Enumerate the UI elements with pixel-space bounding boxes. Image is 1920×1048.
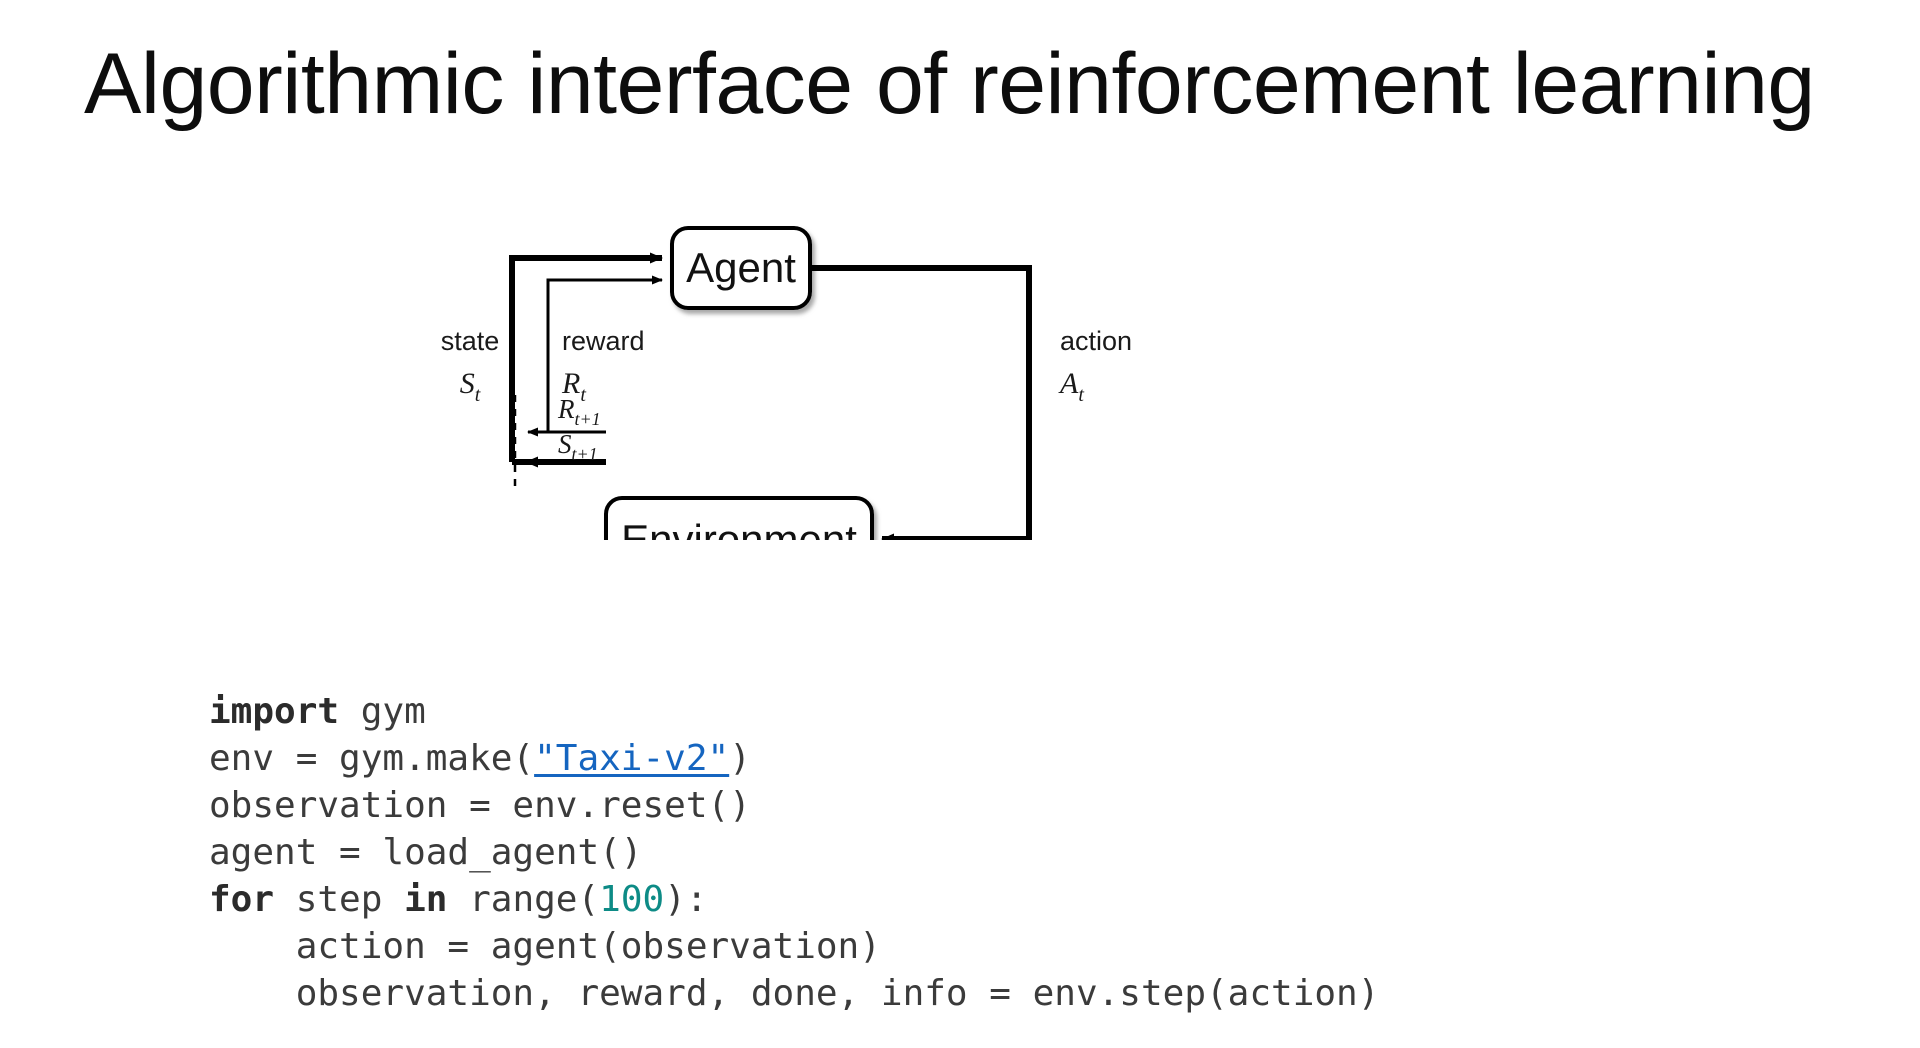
code-text: ) bbox=[729, 738, 751, 779]
code-text: ): bbox=[664, 879, 708, 920]
action-symbol-subscript: t bbox=[1078, 384, 1084, 406]
code-text: observation = env.reset() bbox=[209, 785, 751, 826]
code-line: import gym bbox=[209, 688, 1379, 735]
code-keyword: for bbox=[209, 879, 275, 920]
action-symbol-base: A bbox=[1058, 367, 1079, 400]
code-line: observation, reward, done, info = env.st… bbox=[209, 970, 1380, 1017]
reward-symbol-base: R bbox=[561, 367, 580, 400]
code-keyword: in bbox=[404, 879, 448, 920]
reward-label-symbol: Rt bbox=[561, 367, 586, 406]
action-edge bbox=[810, 265, 1032, 540]
state-symbol-base: S bbox=[460, 367, 475, 400]
taxi-env-link[interactable]: "Taxi-v2" bbox=[534, 738, 730, 779]
code-text: range( bbox=[447, 879, 600, 920]
next-reward-subscript: t+1 bbox=[575, 409, 601, 429]
state-symbol-subscript: t bbox=[475, 384, 481, 406]
code-text: action = agent(observation) bbox=[209, 926, 881, 967]
code-line: for step in range(100): bbox=[209, 876, 1379, 923]
action-label-symbol: At bbox=[1058, 367, 1084, 406]
next-reward-symbol-base: R bbox=[557, 394, 575, 424]
next-reward-label: Rt+1 bbox=[557, 394, 601, 429]
code-text: agent = load_agent() bbox=[209, 832, 643, 873]
reward-label-word: reward bbox=[562, 326, 645, 356]
code-line: action = agent(observation) bbox=[209, 923, 1379, 970]
code-number-literal: 100 bbox=[599, 879, 665, 920]
agent-label: Agent bbox=[686, 244, 796, 291]
code-text: env = gym.make( bbox=[209, 738, 535, 779]
state-label-word: state bbox=[441, 326, 500, 356]
code-line: env = gym.make("Taxi-v2") bbox=[209, 735, 1379, 782]
next-state-label: St+1 bbox=[558, 429, 598, 464]
code-line: observation = env.reset() bbox=[209, 782, 1379, 829]
next-state-symbol-base: S bbox=[558, 429, 572, 459]
page-title: Algorithmic interface of reinforcement l… bbox=[84, 36, 1815, 132]
environment-node: Environment bbox=[604, 496, 874, 540]
code-line: agent = load_agent() bbox=[209, 829, 1379, 876]
action-label-word: action bbox=[1060, 326, 1132, 356]
environment-box bbox=[604, 496, 874, 540]
code-text: observation, reward, done, info = env.st… bbox=[209, 973, 1380, 1014]
environment-label: Environment bbox=[621, 516, 857, 540]
agent-node: Agent bbox=[670, 226, 812, 310]
next-state-subscript: t+1 bbox=[572, 444, 598, 464]
reward-symbol-subscript: t bbox=[580, 384, 586, 406]
code-text: step bbox=[274, 879, 405, 920]
code-text: gym bbox=[339, 691, 426, 732]
agent-environment-loop-diagram: Agent Environment bbox=[400, 210, 1300, 540]
state-label-symbol: St bbox=[460, 367, 481, 406]
code-keyword: import bbox=[209, 691, 340, 732]
